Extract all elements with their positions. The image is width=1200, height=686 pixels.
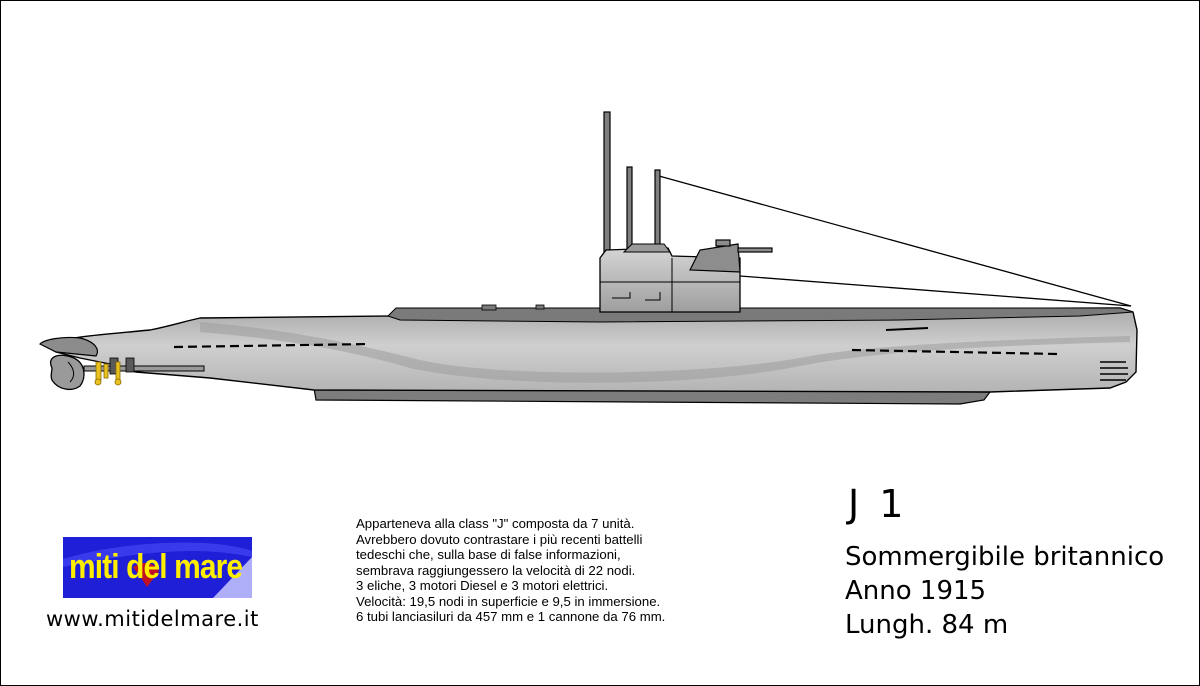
tower-bridge [622,243,671,253]
flood-holes-fore [851,348,1059,356]
description-line: 6 tubi lanciasiluri da 457 mm e 1 cannon… [356,609,666,624]
rigging-wires [658,175,1132,307]
propeller [50,354,85,391]
logo-text: miti del mare [69,548,243,586]
description-text: Apparteneva alla class "J" composta da 7… [356,516,665,625]
hull [42,307,1138,393]
bow-detail [1100,361,1128,381]
spec-type: Sommergibile britannico [845,542,1165,572]
prop-shaft [83,365,205,372]
specs-block: Sommergibile britannico Anno 1915 Lungh.… [845,540,1164,642]
description-line: Velocità: 19,5 nodi in superficie e 9,5 … [356,593,661,609]
description-line: Avrebbero dovuto contrastare i più recen… [356,531,643,547]
hull-shading [200,322,1130,383]
yellow-fittings [94,361,122,386]
website-url[interactable]: www.mitidelmare.it [46,607,259,631]
description-line: Apparteneva alla class "J" composta da 7… [356,516,635,531]
submarine-name: J 1 [848,482,908,526]
logo-swoosh-icon [63,542,252,598]
description-line: tedeschi che, sulla base di false inform… [356,547,621,562]
stern-rudder [38,336,99,357]
miti-del-mare-logo[interactable]: miti del mare [63,537,252,598]
flood-holes-aft [173,342,371,349]
spec-year: Anno 1915 [845,576,987,606]
description-line: 3 eliche, 3 motori Diesel e 3 motori ele… [356,578,609,593]
deck-gun [689,239,773,273]
spec-length: Lungh. 84 m [845,610,1009,640]
description-line: sembrava raggiungessero la velocità di 2… [356,562,636,578]
periscope-masts [603,111,661,258]
